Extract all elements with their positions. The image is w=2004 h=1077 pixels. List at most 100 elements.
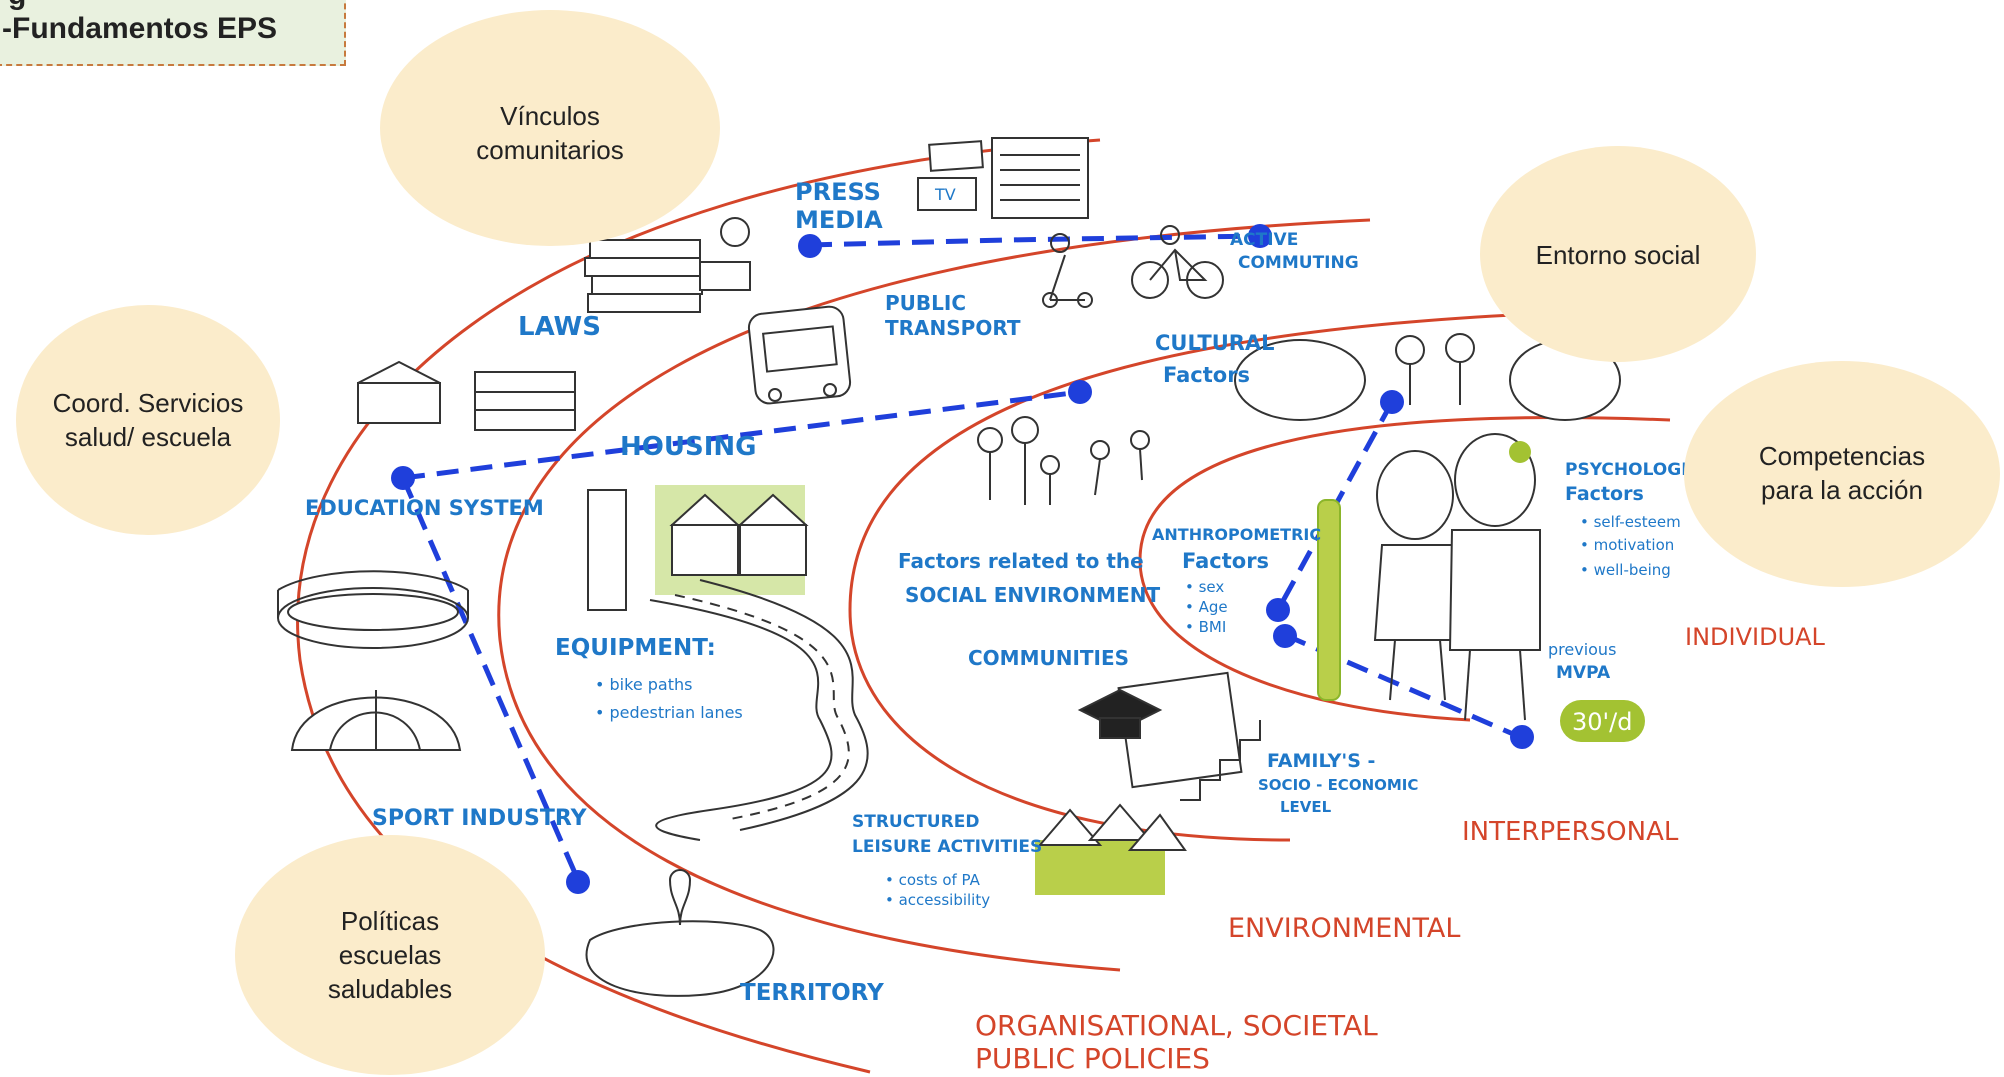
label-equipment: EQUIPMENT: [555,635,716,661]
bubble-politicas-line1: Políticas [341,906,439,936]
label-laws: LAWS [518,312,601,342]
label-mvpa: MVPA [1556,663,1611,683]
label-individual: INDIVIDUAL [1685,623,1826,651]
label-bmi: • BMI [1185,618,1226,636]
label-access: • accessibility [885,891,990,909]
dot-anthro2 [1273,624,1297,648]
houses-icon [587,485,809,611]
dot-cultural [1380,390,1404,414]
header-line-2: -Fundamentos EPS [2,12,278,45]
line-education [402,389,1081,481]
bubble-vinculos-line1: Vínculos [500,101,600,131]
label-costs: • costs of PA [885,871,981,889]
mvpa-badge [1560,700,1645,742]
ruler-icon [1317,499,1341,701]
label-family1: FAMILY'S - [1267,750,1375,772]
label-active: ACTIVE [1230,230,1298,250]
label-cultural: CULTURAL [1155,331,1275,355]
people-icon [977,416,1150,505]
bus-icon [747,305,852,405]
dot-sport [566,870,590,894]
label-motivation: • motivation [1580,536,1674,554]
label-family2: SOCIO - ECONOMIC [1258,776,1418,794]
label-family3: LEVEL [1280,798,1332,816]
label-social2: SOCIAL ENVIRONMENT [905,583,1160,607]
illustrations [277,137,1645,997]
dot-housing [1068,380,1092,404]
arcs [296,138,1671,1074]
label-social1: Factors related to the [898,549,1144,573]
bubble-entorno [1480,146,1756,362]
arc-org [497,218,1371,972]
label-communities: COMMUNITIES [968,646,1129,670]
bubble-coord-line1: Coord. Servicios [53,388,244,418]
bicycle-icon [1042,225,1224,308]
label-sex: • sex [1185,578,1224,596]
dot-press [798,234,822,258]
bubble-coord-line2: salud/ escuela [65,422,232,452]
dot-mvpa [1510,725,1534,749]
dot-active [1248,224,1272,248]
graduation-icon [1077,671,1261,801]
school-icon [357,360,576,431]
bubble-competencias [1684,361,2000,587]
label-org1: ORGANISATIONAL, SOCIETAL [975,1009,1378,1042]
connection-dots [391,224,1534,894]
bubble-politicas-line3: saludables [328,974,452,1004]
label-self: • self-esteem [1580,513,1681,531]
dome-icon [290,690,462,751]
label-public: PUBLIC [885,291,966,315]
labels: PRESS MEDIA TV ACTIVE COMMUTING LAWS PUB… [305,178,1826,1075]
label-interpersonal: INTERPERSONAL [1462,817,1679,847]
label-media: MEDIA [795,206,883,234]
bubble-coord [16,305,280,535]
label-org2: PUBLIC POLICIES [975,1042,1210,1075]
label-territory: TERRITORY [740,980,884,1006]
label-previous: previous [1548,640,1616,659]
label-structured1: STRUCTURED [852,812,979,832]
label-sport: SPORT INDUSTRY [372,806,588,831]
label-housing: HOUSING [620,432,756,462]
bubble-vinculos-line2: comunitarios [476,135,623,165]
label-bike: • bike paths [595,675,692,694]
label-factors: Factors [1163,363,1250,387]
line-press [809,233,1261,248]
header-line-1: g [8,0,26,12]
dot-education [391,466,415,490]
label-commuting: COMMUTING [1238,253,1359,273]
bubble-competencias-line2: para la acción [1761,475,1923,505]
label-tv: TV [934,185,956,204]
stadium-icon [277,570,469,649]
tv-icon [917,137,1089,219]
label-age: • Age [1185,598,1228,616]
label-press: PRESS [795,178,881,206]
label-anthro: ANTHROPOMETRIC [1152,525,1321,544]
label-structured2: LEISURE ACTIVITIES [852,837,1042,857]
bubble-entorno-line1: Entorno social [1536,240,1701,270]
map-icon [585,869,775,997]
header-box: g -Fundamentos EPS [0,0,346,66]
arc-env [848,308,1661,842]
label-psych2: Factors [1565,483,1644,505]
bubble-vinculos [380,10,720,246]
label-environmental: ENVIRONMENTAL [1228,913,1460,944]
green-dot-icon [1509,441,1531,463]
label-thirty: 30'/d [1572,708,1632,736]
dot-anthro [1266,598,1290,622]
label-wellbeing: • well-being [1580,561,1671,579]
label-ped: • pedestrian lanes [595,703,743,722]
tents-icon [1035,803,1187,895]
label-transport: TRANSPORT [885,316,1021,340]
bubbles: Vínculos comunitarios Entorno social Coo… [16,10,2000,1075]
couple-icon [1373,433,1541,721]
bubble-politicas [235,835,545,1075]
line-sport [400,477,581,881]
road-icon [649,579,869,841]
arc-inter [1138,416,1671,722]
label-education: EDUCATION SYSTEM [305,496,544,520]
label-anthro2: Factors [1182,549,1269,573]
bubble-competencias-line1: Competencias [1759,441,1925,471]
bubble-politicas-line2: escuelas [339,940,442,970]
books-icon [584,217,751,313]
